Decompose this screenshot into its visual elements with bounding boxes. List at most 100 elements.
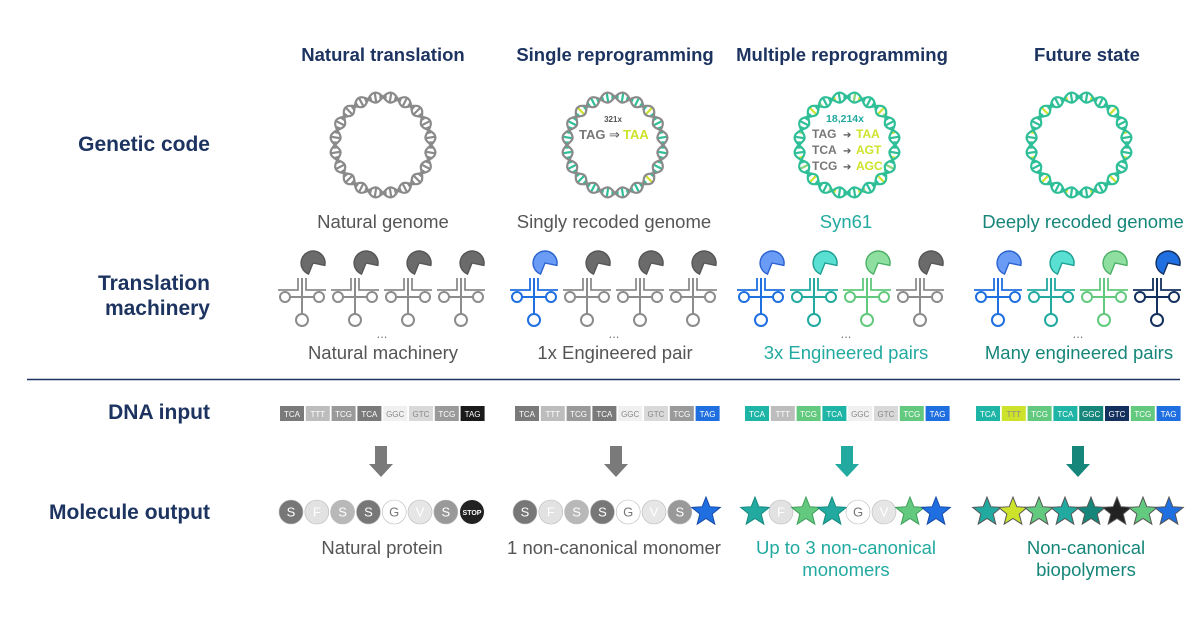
codon-label: TTT bbox=[1006, 410, 1021, 419]
trna-synthetase-icon bbox=[510, 250, 558, 327]
row-label-dna-input: DNA input bbox=[108, 401, 210, 424]
trna-synthetase-icon bbox=[896, 250, 944, 327]
codon-label: TAG bbox=[1161, 410, 1177, 419]
column-title-single: Single reprogramming bbox=[516, 44, 714, 65]
codon-box bbox=[669, 406, 694, 421]
codon-label: TCG bbox=[1031, 410, 1048, 419]
monomer-ball: S bbox=[330, 499, 355, 525]
noncanonical-star-icon bbox=[1153, 495, 1185, 526]
noncanonical-star-icon bbox=[997, 495, 1029, 526]
column-title-future: Future state bbox=[1034, 44, 1140, 65]
machinery-caption-multiple: 3x Engineered pairs bbox=[763, 342, 929, 363]
recode-from: TAG bbox=[812, 127, 836, 141]
dna-ring-2 bbox=[793, 91, 901, 199]
down-arrow-icon bbox=[369, 446, 393, 477]
trna-synthetase-icon bbox=[278, 250, 326, 327]
monomer-ball: G bbox=[845, 499, 871, 525]
row-label-genetic-code: Genetic code bbox=[78, 133, 210, 156]
output-caption-single: 1 non-canonical monomer bbox=[507, 537, 721, 558]
recode-from: TCA bbox=[812, 143, 837, 157]
codon-label: TAG bbox=[700, 410, 716, 419]
monomer-letter: F bbox=[777, 505, 785, 520]
codon-box bbox=[409, 406, 433, 421]
monomer-ball: S bbox=[356, 499, 381, 525]
monomer-ball: S bbox=[512, 499, 538, 525]
dna-ring-0 bbox=[329, 91, 437, 199]
trna-synthetase-icon bbox=[843, 250, 891, 327]
column-title-natural: Natural translation bbox=[301, 44, 465, 65]
codon-label: GGC bbox=[621, 410, 639, 419]
codon-box bbox=[331, 406, 356, 421]
codon-box bbox=[383, 406, 408, 421]
ellipsis: ... bbox=[377, 326, 388, 341]
codon-box bbox=[1027, 406, 1052, 421]
monomer-ball: F bbox=[768, 499, 794, 525]
recode-arrow-icon: ➔ bbox=[843, 130, 851, 141]
noncanonical-star-icon bbox=[739, 495, 771, 526]
codon-label: TCG bbox=[570, 410, 587, 419]
column-title-multiple: Multiple reprogramming bbox=[736, 44, 948, 65]
monomer-letter: V bbox=[880, 505, 889, 520]
trna-synthetase-icon bbox=[1027, 250, 1075, 327]
stop-label: STOP bbox=[463, 510, 482, 517]
monomer-ball: S bbox=[564, 499, 589, 525]
recode-from: TAG bbox=[579, 127, 605, 142]
codon-label: TCA bbox=[596, 410, 613, 419]
codon-label: TCA bbox=[519, 410, 536, 419]
codon-box bbox=[1156, 406, 1181, 421]
trna-synthetase-icon bbox=[974, 250, 1022, 327]
codon-box bbox=[1001, 406, 1026, 421]
machinery-caption-single: 1x Engineered pair bbox=[537, 342, 693, 363]
trna-synthetase-icon bbox=[384, 250, 432, 327]
codon-label: TAG bbox=[930, 410, 946, 419]
output-caption-future: Non-canonical biopolymers bbox=[1026, 537, 1146, 580]
codon-box bbox=[357, 406, 382, 421]
codon-label: TCG bbox=[1134, 410, 1151, 419]
monomer-letter: G bbox=[623, 505, 633, 520]
codon-box bbox=[976, 406, 1000, 421]
codon-box bbox=[305, 406, 330, 421]
recode-count-single: 321x bbox=[604, 115, 622, 124]
codon-box bbox=[434, 406, 459, 421]
codon-label: TCG bbox=[800, 410, 817, 419]
output-caption-natural: Natural protein bbox=[321, 537, 443, 558]
trna-synthetase-icon bbox=[616, 250, 664, 327]
output-caption-multiple: Up to 3 non-canonical monomers bbox=[756, 537, 936, 580]
codon-box bbox=[566, 406, 591, 421]
codon-label: TCA bbox=[749, 410, 766, 419]
ellipsis: ... bbox=[609, 326, 620, 341]
noncanonical-star-icon bbox=[690, 495, 722, 526]
trna-synthetase-icon bbox=[669, 250, 717, 327]
ellipsis: ... bbox=[841, 326, 852, 341]
trna-synthetase-icon bbox=[737, 250, 785, 327]
monomer-ball: V bbox=[407, 499, 433, 525]
codon-box bbox=[618, 406, 643, 421]
codon-label: GTC bbox=[413, 410, 430, 419]
codon-label: TCG bbox=[335, 410, 352, 419]
codon-box bbox=[695, 406, 720, 421]
codon-box bbox=[1053, 406, 1078, 421]
codon-label: GGC bbox=[386, 410, 404, 419]
codon-label: TTT bbox=[545, 410, 560, 419]
codon-box bbox=[822, 406, 847, 421]
recode-to: TAA bbox=[856, 127, 880, 141]
codon-box bbox=[848, 406, 873, 421]
trna-synthetase-icon bbox=[1080, 250, 1128, 327]
codon-label: GTC bbox=[648, 410, 665, 419]
noncanonical-star-icon bbox=[971, 495, 1003, 526]
down-arrow-icon bbox=[604, 446, 628, 477]
dna-ring-3 bbox=[1025, 91, 1133, 199]
codon-box bbox=[1105, 406, 1129, 421]
codon-box bbox=[745, 406, 769, 421]
monomer-ball: S bbox=[278, 499, 304, 525]
monomer-letter: V bbox=[416, 505, 425, 520]
codon-label: GTC bbox=[878, 410, 895, 419]
monomer-ball: G bbox=[615, 499, 641, 525]
monomer-ball: F bbox=[538, 499, 564, 525]
noncanonical-star-icon bbox=[894, 495, 926, 526]
